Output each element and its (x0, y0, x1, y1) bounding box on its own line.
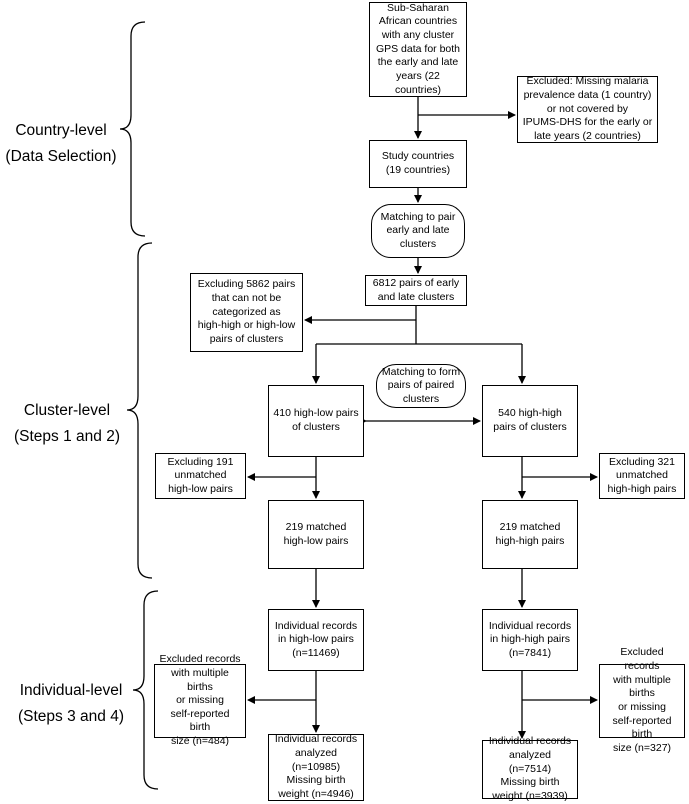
pairs-6812-box: 6812 pairs of early and late clusters (365, 275, 467, 306)
individual-level-brace (132, 590, 159, 790)
records-high-low-box: Individual records in high-low pairs (n=… (268, 609, 364, 671)
records-high-high-box: Individual records in high-high pairs (n… (482, 609, 578, 671)
excluding-321-box: Excluding 321 unmatched high-high pairs (599, 453, 685, 499)
high-high-540-box: 540 high-high pairs of clusters (482, 385, 578, 457)
excluding-5862-box: Excluding 5862 pairs that can not be cat… (190, 273, 303, 352)
cluster-level-label: Cluster-level (Steps 1 and 2) (14, 402, 120, 445)
high-low-410-box: 410 high-low pairs of clusters (268, 385, 364, 457)
country-level-brace (119, 21, 146, 237)
excluded-high-high-327-box: Excluded records with multiple births or… (599, 646, 685, 754)
individual-level-label: Individual-level (Steps 3 and 4) (18, 682, 124, 725)
study-countries-box: Study countries (19 countries) (369, 140, 467, 188)
excluded-high-low-484-box: Excluded records with multiple births or… (154, 653, 246, 747)
matching-form-step: Matching to form pairs of paired cluster… (376, 364, 466, 408)
cluster-level-brace (126, 242, 153, 579)
matching-pair-step: Matching to pair early and late clusters (371, 204, 465, 258)
country-level-label: Country-level (Data Selection) (5, 122, 117, 165)
excluded-countries-box: Excluded: Missing malaria prevalence dat… (517, 75, 658, 143)
ssa-countries-box: Sub-Saharan African countries with any c… (369, 2, 467, 97)
analyzed-high-high-box: Individual records analyzed (n=7514) Mis… (482, 735, 578, 802)
matched-high-high-219-box: 219 matched high-high pairs (482, 500, 578, 569)
matched-high-low-219-box: 219 matched high-low pairs (268, 500, 364, 569)
excluding-191-box: Excluding 191 unmatched high-low pairs (155, 453, 246, 499)
analyzed-high-low-box: Individual records analyzed (n=10985) Mi… (268, 733, 364, 801)
